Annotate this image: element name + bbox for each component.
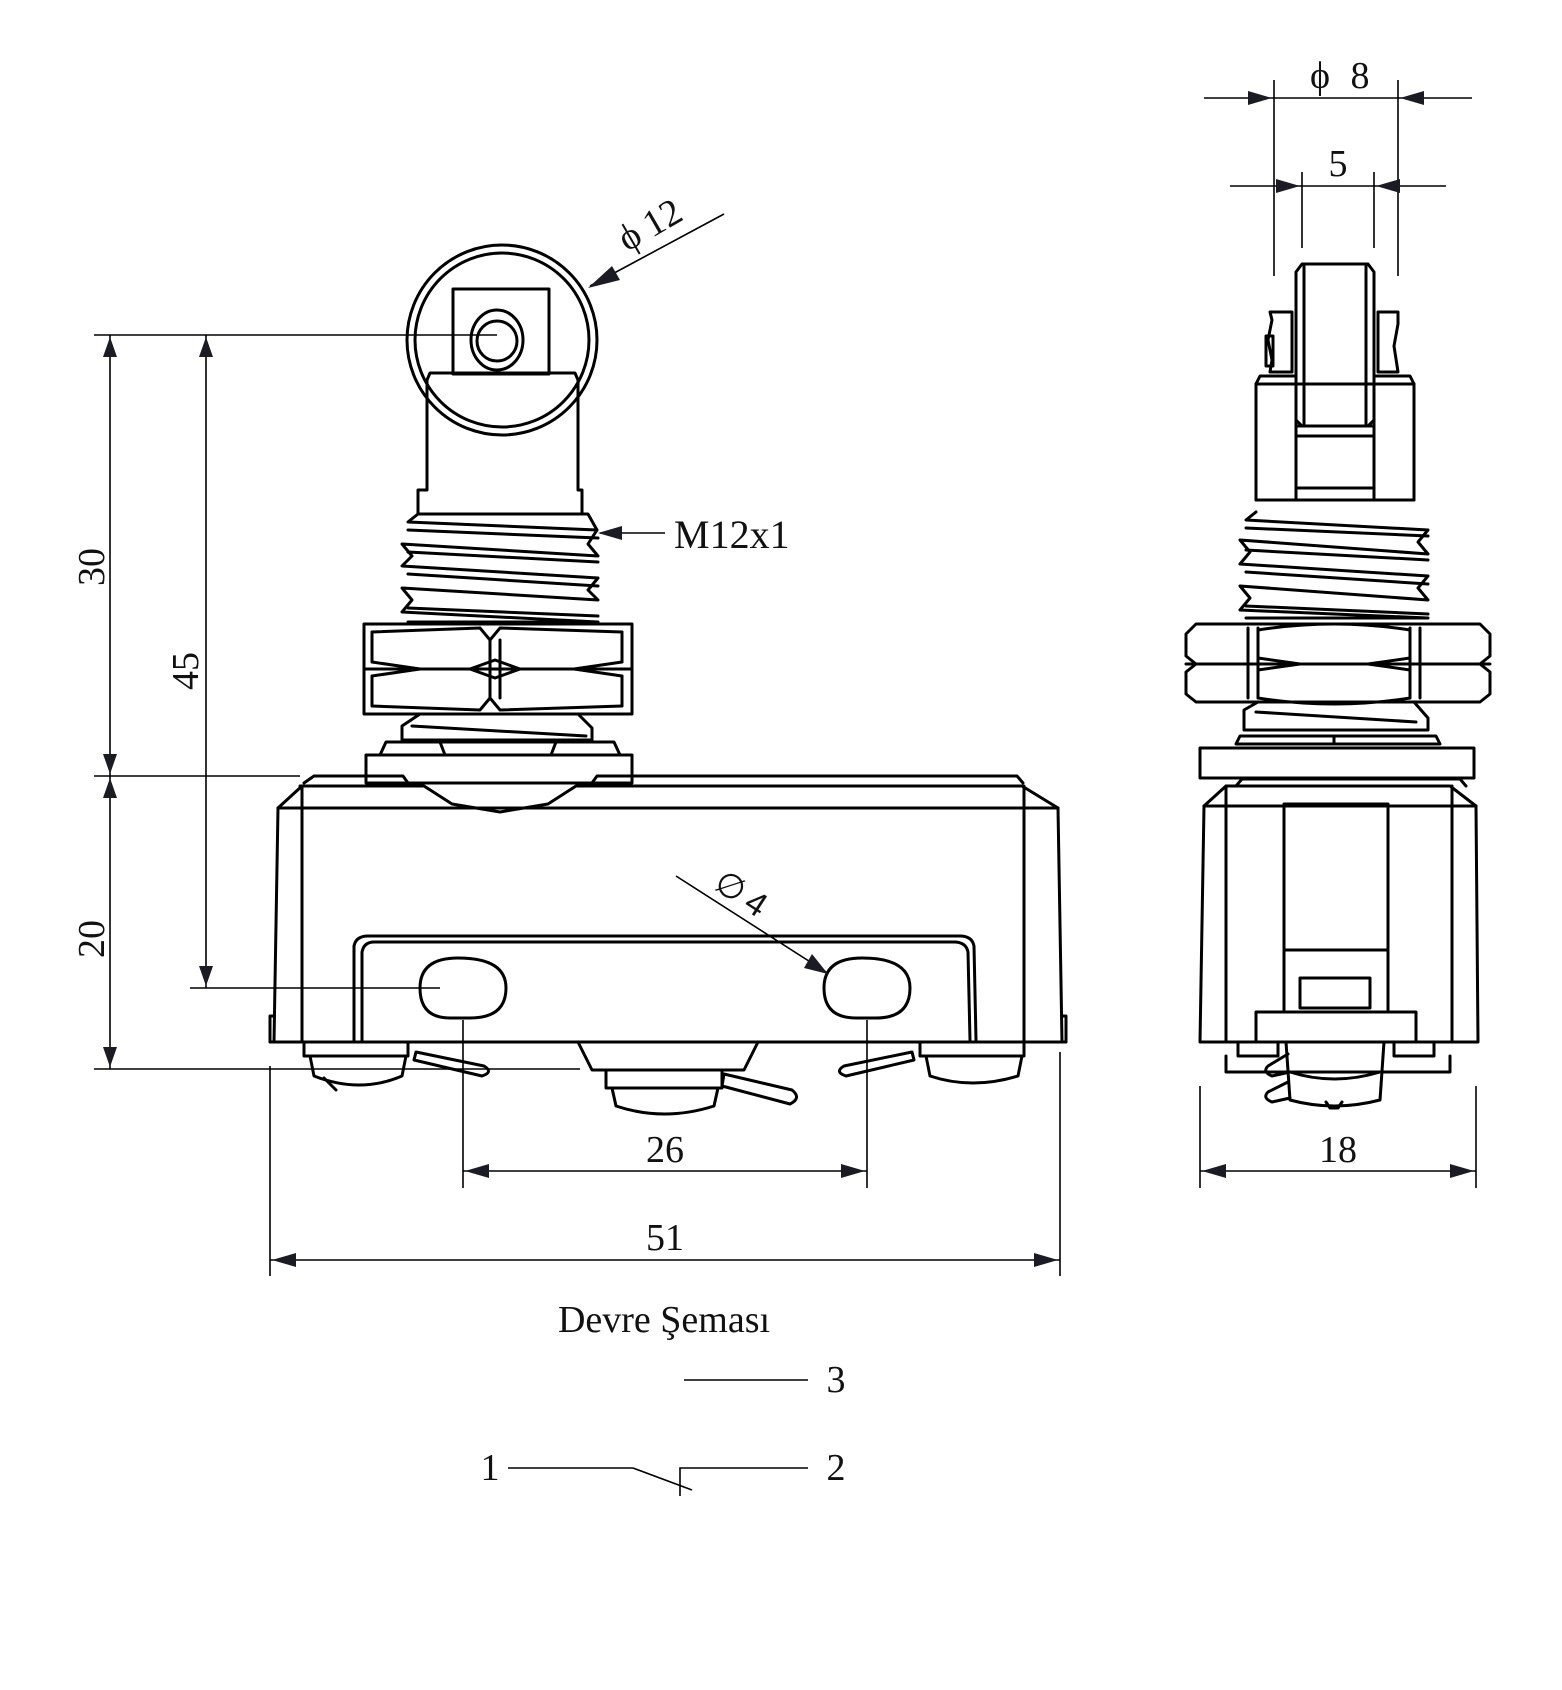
side-roller [1254, 262, 1416, 502]
thread-label: M12x1 [674, 512, 790, 557]
roller-width-label: 5 [1329, 143, 1348, 185]
mounting-hole-right [822, 956, 912, 1020]
terminal-3-label: 3 [827, 1359, 846, 1401]
overall-width-label: 51 [646, 1217, 684, 1259]
dimension-thread: M12x1 [598, 512, 790, 557]
side-collar [1198, 700, 1476, 780]
side-body [1198, 777, 1480, 1110]
roller [405, 243, 599, 437]
terminal-1-label: 1 [481, 1447, 500, 1489]
side-view: ϕ 8 5 18 [1184, 55, 1492, 1188]
dimension-hole-diameter: ∅ 4 [675, 863, 828, 974]
terminal-2-line [679, 1467, 808, 1496]
switch-body [268, 774, 1068, 1044]
switch-contact [632, 1467, 693, 1491]
dimension-widths: 26 51 [269, 1020, 1061, 1276]
thread [400, 512, 600, 624]
roller-outer-symbol: ϕ [1310, 55, 1330, 97]
dimension-roller-diameter: ϕ 12 [588, 190, 725, 288]
plunger-stem [416, 371, 584, 516]
side-thread [1238, 510, 1430, 620]
mounting-hole-left [418, 956, 508, 1020]
hole-spacing-label: 26 [646, 1129, 684, 1171]
terminal-2-label: 2 [827, 1447, 846, 1489]
hex-nut [362, 622, 634, 716]
height-to-hole-label: 45 [165, 652, 207, 690]
circuit-title: Devre Şeması [558, 1299, 770, 1341]
roller-outer-label: 8 [1351, 55, 1370, 97]
body-depth-label: 18 [1319, 1129, 1357, 1171]
lower-thread-washer [364, 712, 634, 785]
terminals [302, 1040, 1026, 1116]
side-hex-nut [1184, 622, 1492, 706]
dimension-heights: 30 45 20 [71, 334, 580, 1070]
height-actuator-label: 30 [71, 548, 113, 586]
circuit-diagram: Devre Şeması 3 1 2 [481, 1299, 846, 1496]
front-view: ϕ 12 M12x1 30 45 20 [71, 190, 1068, 1276]
side-dimensions: ϕ 8 5 18 [1199, 55, 1477, 1188]
height-body-label: 20 [71, 920, 113, 958]
